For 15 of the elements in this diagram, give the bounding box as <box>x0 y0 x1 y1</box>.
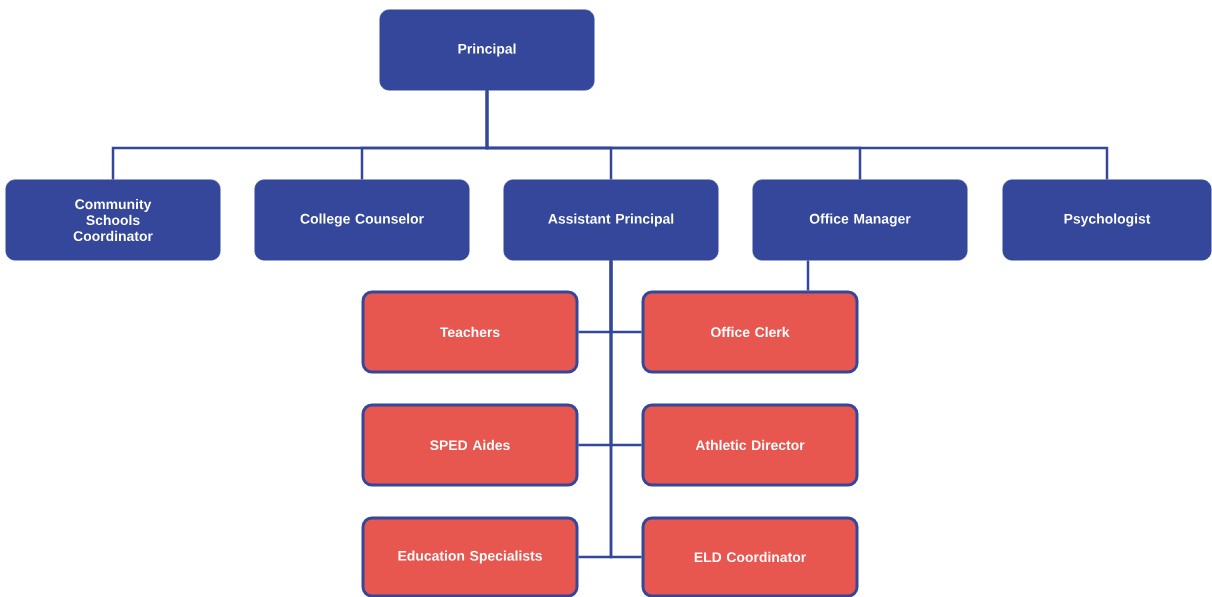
role-box: Assistant Principal <box>503 179 719 261</box>
connector-line <box>485 90 1109 180</box>
role-box: Education Specialists <box>361 516 579 597</box>
role-box: Athletic Director <box>641 403 859 487</box>
role-box: College Counselor <box>254 179 470 261</box>
role-box: Teachers <box>361 290 579 374</box>
role-box: Office Clerk <box>641 290 859 374</box>
connector-line <box>609 260 642 559</box>
connector-line <box>806 260 810 291</box>
role-box: SPED Aides <box>361 403 579 487</box>
role-box: Community Schools Coordinator <box>5 179 221 261</box>
role-box: ELD Coordinator <box>641 516 859 597</box>
role-box: Principal <box>379 9 595 91</box>
role-box: Office Manager <box>752 179 968 261</box>
role-box: Psychologist <box>1002 179 1212 261</box>
